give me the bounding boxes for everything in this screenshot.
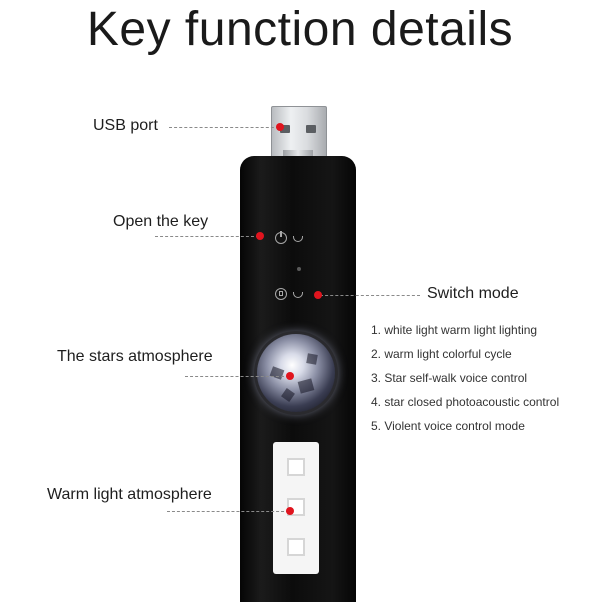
stars-atmosphere-label: The stars atmosphere	[57, 348, 213, 365]
mode-item: 4. star closed photoacoustic control	[371, 395, 560, 409]
usb-contact	[280, 125, 290, 133]
warm-light-atmosphere-label: Warm light atmosphere	[47, 486, 212, 503]
mode-item: 5. Violent voice control mode	[371, 419, 525, 433]
led-square	[287, 458, 305, 476]
stars-atmosphere-marker	[286, 372, 294, 380]
open-key-label: Open the key	[113, 213, 209, 230]
switch-mode-marker	[314, 291, 322, 299]
stars-atmosphere-leader	[185, 376, 289, 377]
warm-light-panel	[273, 442, 319, 574]
usb-contact	[306, 125, 316, 133]
usb-port-marker	[276, 123, 284, 131]
star-projector-ball	[257, 334, 335, 412]
usb-port-leader	[169, 127, 279, 128]
open-key-marker	[256, 232, 264, 240]
usb-base	[283, 150, 313, 160]
switch-mode-label: Switch mode	[427, 285, 519, 302]
usb-port-label: USB port	[93, 117, 158, 134]
power-icon[interactable]	[274, 230, 288, 245]
warm-light-leader	[167, 511, 289, 512]
led-square	[287, 538, 305, 556]
mode-button-indicator	[293, 292, 303, 298]
switch-mode-leader	[320, 295, 420, 296]
open-key-leader	[155, 236, 259, 237]
mode-item: 1. white light warm light lighting	[371, 323, 538, 337]
microphone-hole	[297, 267, 301, 271]
mode-icon[interactable]	[274, 287, 288, 301]
warm-light-marker	[286, 507, 294, 515]
mode-item: 3. Star self-walk voice control	[371, 371, 528, 385]
power-button-indicator	[293, 236, 303, 242]
mode-item: 2. warm light colorful cycle	[371, 347, 512, 361]
mode-list: 1. white light warm light lighting 2. wa…	[371, 320, 559, 440]
page-title: Key function details	[86, 3, 514, 56]
